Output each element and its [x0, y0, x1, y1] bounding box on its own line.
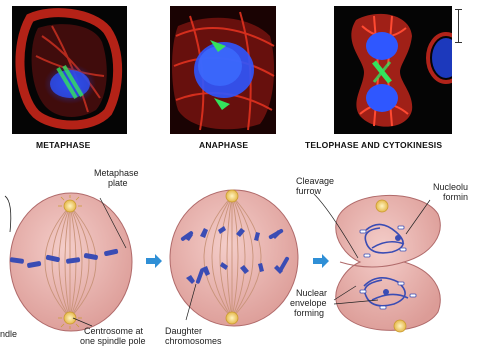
label-cleavage-line1: Cleavage: [296, 176, 334, 186]
label-centrosome-line1: Centrosome at: [84, 326, 143, 336]
right-arrow-icon: [146, 254, 162, 268]
label-metaphase-plate-line1: Metaphase: [94, 168, 139, 178]
label-nucleolus-line2: formin: [443, 192, 468, 202]
label-daughter-line1: Daughter: [165, 326, 202, 336]
label-nucleolus-line1: Nucleolu: [433, 182, 468, 192]
right-arrow-icon: [313, 254, 329, 268]
label-nuclear-line2: envelope: [290, 298, 327, 308]
label-spindle: ndle: [0, 329, 17, 339]
telophase-cell: [314, 194, 440, 332]
anaphase-cell: [170, 190, 298, 326]
label-nuclear-line1: Nuclear: [296, 288, 327, 298]
label-nuclear-line3: forming: [294, 308, 324, 318]
label-daughter-line2: chromosomes: [165, 336, 222, 346]
label-cleavage-line2: furrow: [296, 186, 321, 196]
label-metaphase-plate-line2: plate: [108, 178, 128, 188]
metaphase-cell: [5, 193, 132, 331]
label-centrosome-line2: one spindle pole: [80, 336, 146, 346]
